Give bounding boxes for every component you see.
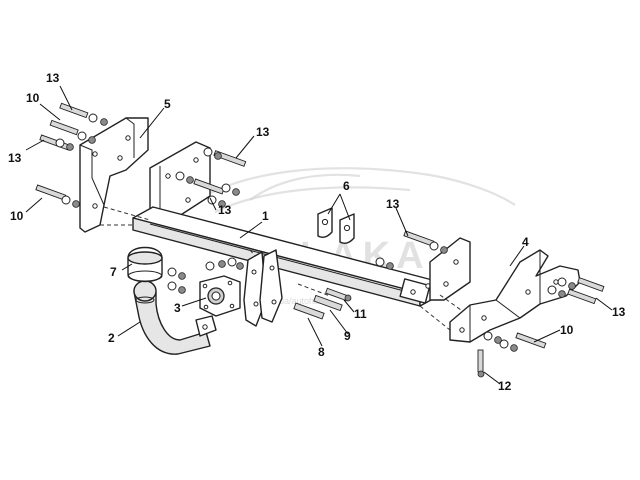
callout-13-mid: 13 bbox=[218, 203, 232, 217]
callout-9: 9 bbox=[344, 329, 351, 343]
small-spacer-brackets bbox=[317, 207, 355, 245]
fastener-set-inner-plate bbox=[175, 147, 247, 208]
callout-5: 5 bbox=[164, 97, 171, 111]
callout-11: 11 bbox=[354, 307, 367, 321]
callout-8: 8 bbox=[318, 345, 325, 359]
socket-holder-bracket bbox=[243, 249, 283, 327]
callout-10-left: 10 bbox=[10, 209, 24, 223]
callout-2: 2 bbox=[108, 331, 115, 345]
tow-ball-cap bbox=[127, 246, 163, 283]
callout-12: 12 bbox=[498, 379, 512, 393]
callout-6: 6 bbox=[343, 179, 350, 193]
left-mounting-bracket bbox=[79, 117, 149, 233]
callout-10-right: 10 bbox=[560, 323, 574, 337]
callout-10-top: 10 bbox=[26, 91, 40, 105]
crossbar-right-upright bbox=[429, 237, 471, 301]
fastener-set-top-left bbox=[35, 102, 108, 208]
callout-1: 1 bbox=[262, 209, 269, 223]
callout-13-right: 13 bbox=[612, 305, 626, 319]
fastener-set-center bbox=[167, 257, 394, 320]
callout-13-left: 13 bbox=[8, 151, 22, 165]
fastener-set-right bbox=[403, 230, 605, 378]
callout-13-center-right: 13 bbox=[386, 197, 400, 211]
watermark-sub: hak.ua/autohak bbox=[262, 296, 324, 306]
callout-7: 7 bbox=[110, 265, 117, 279]
callout-13-upper-mid: 13 bbox=[256, 125, 270, 139]
callout-labels: 13 10 13 10 5 13 13 1 6 13 4 13 10 12 7 … bbox=[8, 71, 626, 393]
callout-4: 4 bbox=[522, 235, 529, 249]
tow-ball-neck bbox=[133, 280, 217, 355]
callout-3: 3 bbox=[174, 301, 181, 315]
callout-leader-lines bbox=[25, 85, 613, 385]
callout-13-top: 13 bbox=[46, 71, 60, 85]
right-mounting-bracket bbox=[449, 249, 581, 343]
ball-mount-flange bbox=[199, 275, 241, 317]
